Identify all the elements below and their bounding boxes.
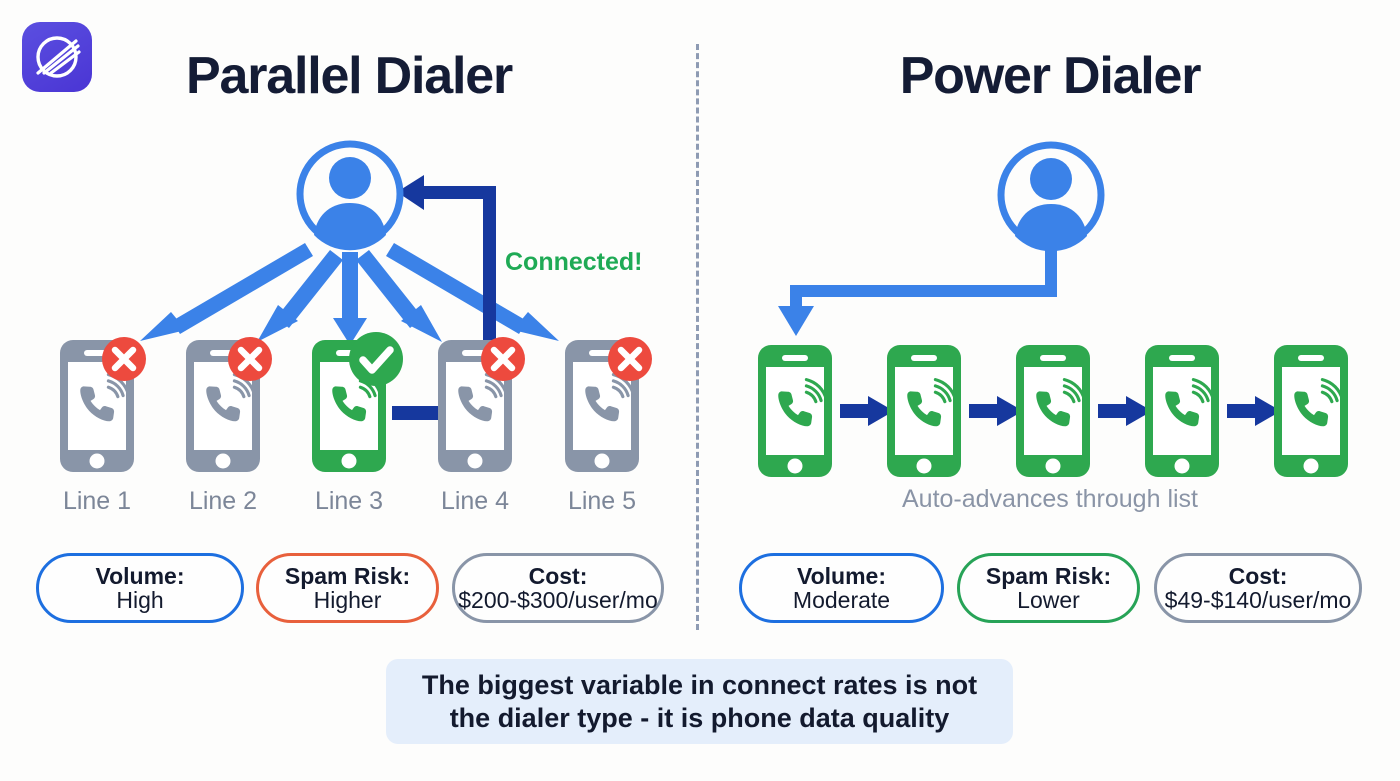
x-circle-icon — [102, 337, 146, 381]
power-phone-4[interactable] — [1145, 345, 1219, 477]
auto-advance-label: Auto-advances through list — [901, 485, 1198, 513]
line-label-1: Line 1 — [62, 487, 132, 515]
power-phone-1[interactable] — [758, 345, 832, 477]
line-label-4: Line 4 — [440, 487, 510, 515]
power-phone-5[interactable] — [1274, 345, 1348, 477]
power-advance-arrow-1 — [840, 396, 894, 426]
phone-line-5[interactable] — [565, 337, 652, 472]
line-label-3: Line 3 — [314, 487, 384, 515]
planet-orbit-logo-icon — [36, 36, 81, 78]
x-circle-icon — [608, 337, 652, 381]
x-circle-icon — [481, 337, 525, 381]
pill-value: High — [116, 587, 164, 613]
power-phone-3[interactable] — [1016, 345, 1090, 477]
footer-banner: The biggest variable in connect rates is… — [386, 659, 1013, 744]
pill-title: Cost: — [1228, 562, 1288, 589]
phone-line-4[interactable] — [438, 337, 525, 472]
pill-volume-parallel[interactable]: Volume: High — [36, 553, 244, 623]
phone-line-3[interactable] — [312, 332, 403, 472]
pill-value: Higher — [313, 587, 382, 613]
pill-value: $200-$300/user/mo — [458, 587, 658, 613]
fanout-arrow-line-3 — [333, 252, 367, 345]
line-label-2: Line 2 — [188, 487, 258, 515]
pill-spam-risk-parallel[interactable]: Spam Risk: Higher — [256, 553, 439, 623]
brand-logo — [22, 22, 92, 92]
parallel-fanout-arrows — [140, 243, 559, 345]
connected-return-arrow — [397, 175, 496, 396]
power-phone-2[interactable] — [887, 345, 961, 477]
parallel-agent-person-icon — [296, 140, 404, 251]
line-label-5: Line 5 — [567, 487, 637, 515]
power-advance-arrow-4 — [1227, 396, 1281, 426]
phone-line-2[interactable] — [186, 337, 272, 472]
pill-volume-power[interactable]: Volume: Moderate — [739, 553, 944, 623]
footer-banner-text: The biggest variable in connect rates is… — [421, 669, 978, 733]
power-advance-arrow-2 — [969, 396, 1023, 426]
x-circle-icon — [228, 337, 272, 381]
phone-line-1[interactable] — [60, 337, 146, 472]
pill-cost-parallel[interactable]: Cost: $200-$300/user/mo — [452, 553, 664, 623]
fanout-arrow-line-4 — [356, 250, 442, 342]
pill-title: Spam Risk: — [284, 562, 411, 589]
pill-title: Spam Risk: — [985, 562, 1112, 589]
parallel-dialer-title: Parallel Dialer — [186, 47, 513, 105]
power-advance-arrow-3 — [1098, 396, 1152, 426]
pill-value: Moderate — [792, 587, 891, 613]
pill-title: Volume: — [796, 562, 887, 589]
fanout-arrow-line-1 — [140, 243, 313, 341]
pill-title: Cost: — [528, 562, 588, 589]
pill-cost-power[interactable]: Cost: $49-$140/user/mo — [1154, 553, 1362, 623]
pill-spam-risk-power[interactable]: Spam Risk: Lower — [957, 553, 1140, 623]
column-divider — [696, 44, 699, 630]
line3-line4-connector — [392, 406, 450, 420]
check-circle-icon — [349, 332, 403, 386]
power-dialer-title: Power Dialer — [899, 47, 1202, 105]
pill-value: Lower — [1017, 587, 1080, 613]
connected-label: Connected! — [505, 248, 643, 276]
fanout-arrow-line-2 — [257, 250, 343, 342]
power-entry-arrow — [778, 245, 1057, 336]
pill-title: Volume: — [95, 562, 185, 589]
power-agent-person-icon — [997, 141, 1105, 252]
pill-value: $49-$140/user/mo — [1164, 587, 1352, 613]
